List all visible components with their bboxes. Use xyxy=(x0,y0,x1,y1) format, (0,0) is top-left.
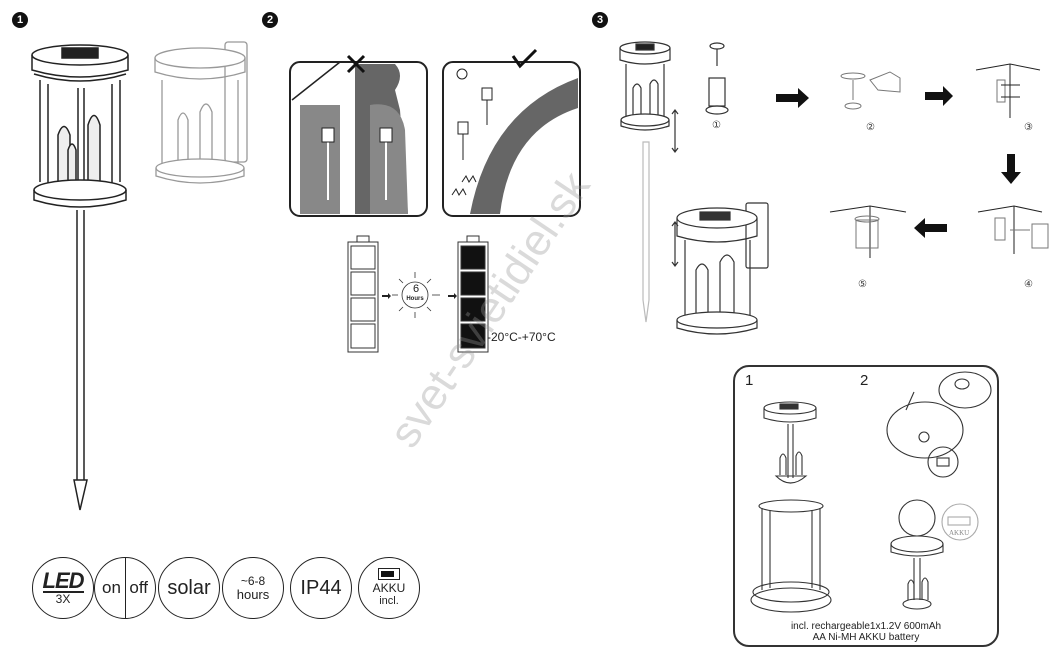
on-label: on xyxy=(101,578,121,597)
substep-5-label: ⑤ xyxy=(858,279,867,290)
battery-caption-line1: incl. rechargeable1x1.2V 600mAh xyxy=(790,621,942,632)
battery-replacement-illustration xyxy=(750,371,992,613)
sun-icon xyxy=(392,272,440,318)
wall-lantern-illustration xyxy=(154,41,248,184)
hours-range: ~6-8 xyxy=(240,574,266,588)
step-arrows xyxy=(776,86,1021,238)
akku-badge-label: AKKU xyxy=(949,529,970,537)
step-1-badge: 1 xyxy=(12,12,28,28)
battery-panel-1-label: 1 xyxy=(745,372,754,389)
led-label: LED xyxy=(42,567,85,593)
arrow-icon xyxy=(382,293,457,299)
battery-caption-line2: AA Ni-MH AKKU battery xyxy=(812,632,920,643)
battery-panel-2-label: 2 xyxy=(860,372,869,389)
sun-hours-label: Hours xyxy=(406,296,424,302)
led-count: 3X xyxy=(55,591,71,606)
step-2-badge: 2 xyxy=(262,12,278,28)
step-3-badge: 3 xyxy=(592,12,608,28)
temperature-range: -20°C-+70°C xyxy=(487,330,556,344)
stake-lantern-illustration xyxy=(31,44,129,511)
akku-incl-label: incl. xyxy=(379,595,399,607)
ip-rating-label: IP44 xyxy=(300,577,342,599)
substep-4-label: ④ xyxy=(1024,279,1033,290)
solar-label: solar xyxy=(167,577,211,599)
akku-label: AKKU xyxy=(372,581,406,595)
on-off-divider xyxy=(124,557,127,619)
solar-feature-icon: solar xyxy=(158,557,220,619)
mounting-steps xyxy=(829,63,1049,258)
sun-hours-value: 6 xyxy=(412,283,420,295)
off-label: off xyxy=(129,578,148,597)
substep-2-label: ② xyxy=(866,122,875,133)
on-off-feature-icon: on off xyxy=(94,557,156,619)
hours-label: hours xyxy=(236,587,270,602)
akku-feature-icon: AKKU incl. xyxy=(358,557,420,619)
placement-correct-panel xyxy=(442,48,581,217)
battery-icon xyxy=(378,568,400,580)
battery-info-box xyxy=(733,365,999,647)
led-feature-icon: LED 3X xyxy=(32,557,94,619)
assembly-illustration xyxy=(619,41,769,335)
battery-caption: incl. rechargeable1x1.2V 600mAh AA Ni-MH… xyxy=(733,621,999,643)
full-battery-icon xyxy=(457,235,489,353)
substep-1-label: ① xyxy=(712,120,721,131)
hours-feature-icon: ~6-8 hours xyxy=(222,557,284,619)
empty-battery-icon xyxy=(347,235,379,353)
ip-rating-feature-icon: IP44 xyxy=(290,557,352,619)
placement-wrong-panel xyxy=(289,54,428,217)
substep-3-label: ③ xyxy=(1024,122,1033,133)
